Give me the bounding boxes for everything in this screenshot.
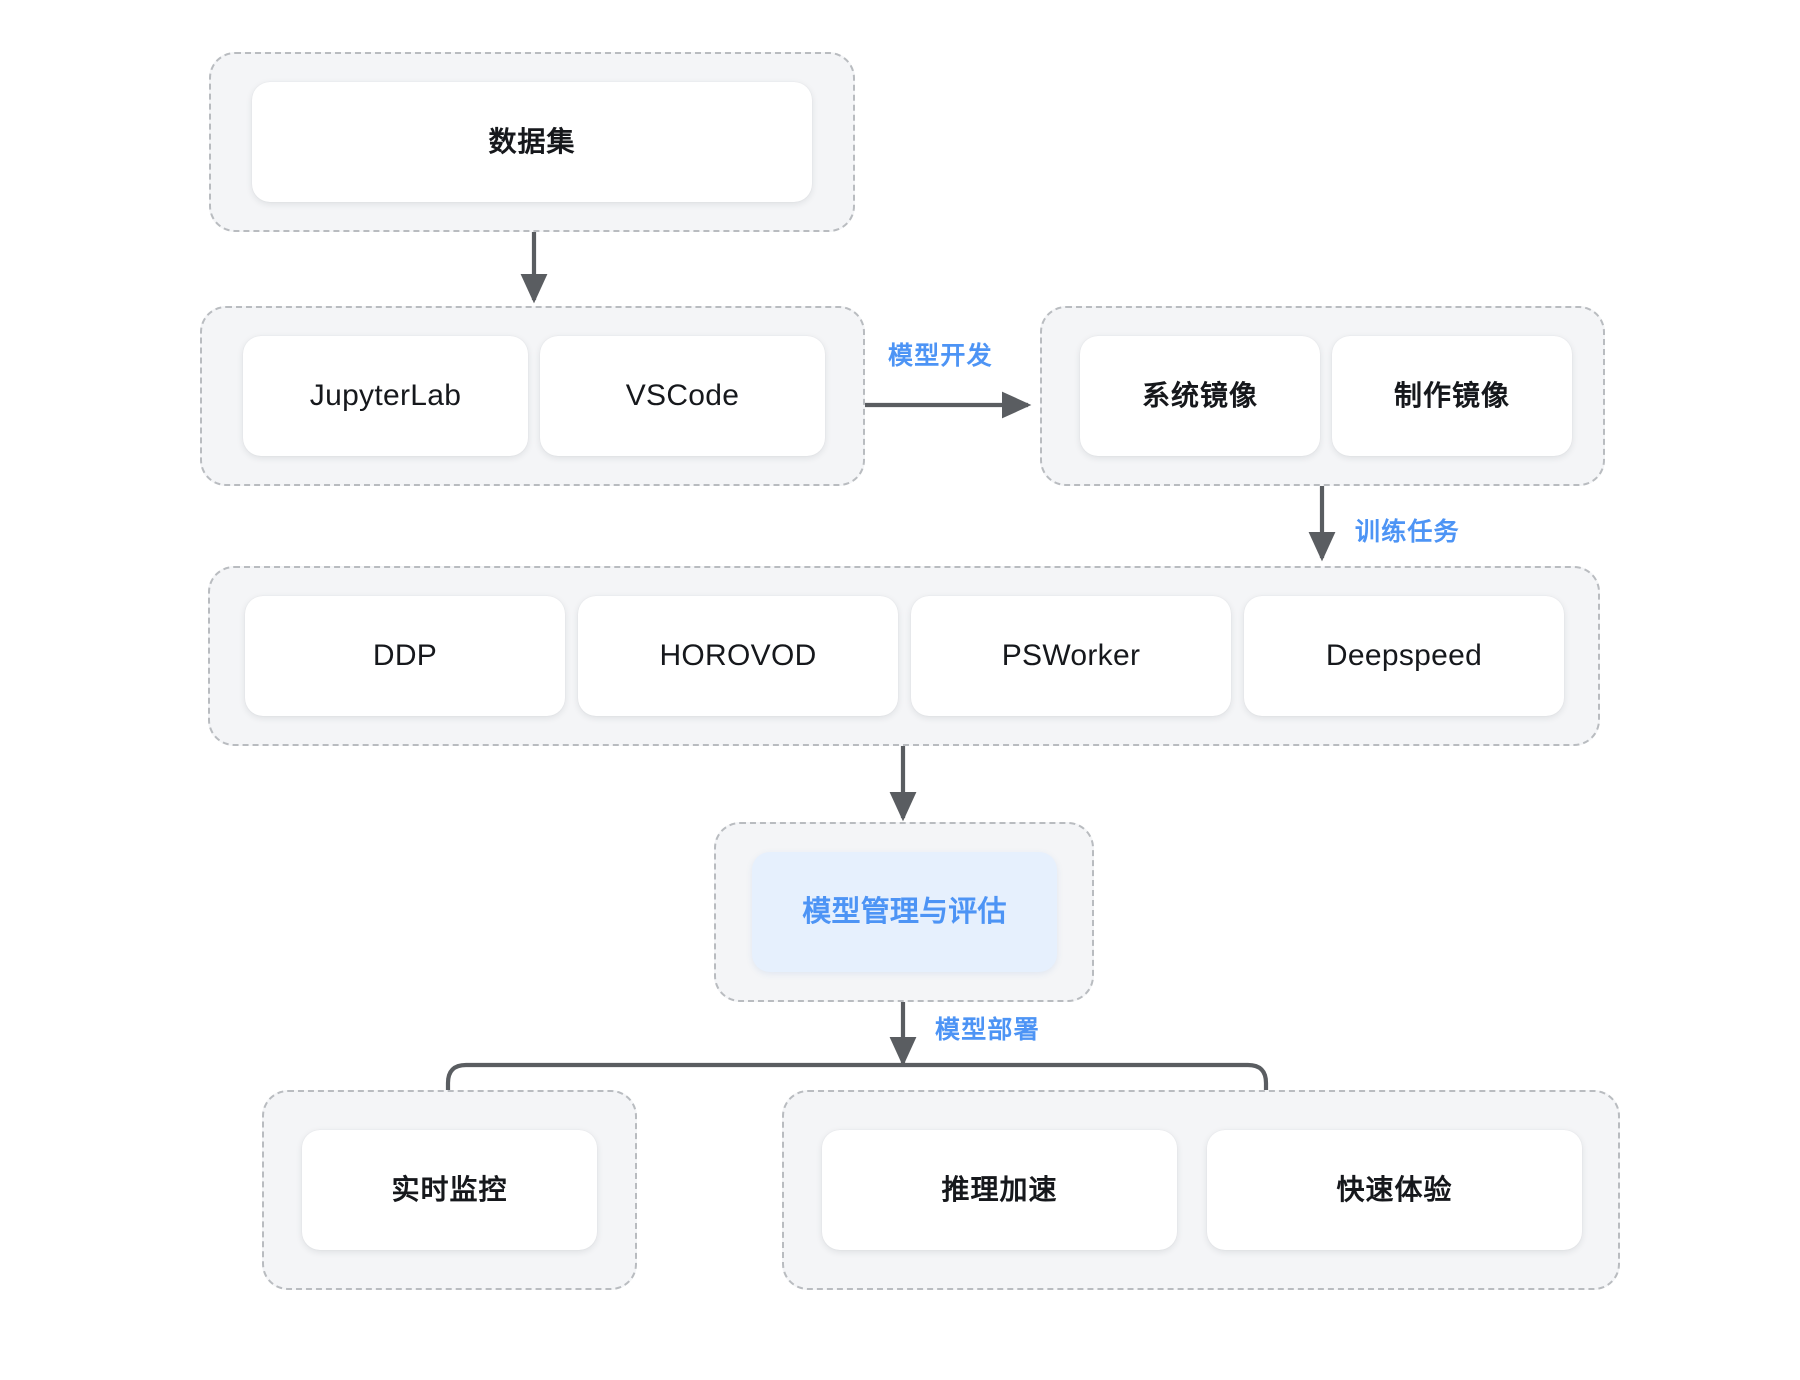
card-quick-try[interactable]: 快速体验 xyxy=(1207,1130,1582,1250)
card-psworker[interactable]: PSWorker xyxy=(911,596,1231,716)
card-build-image[interactable]: 制作镜像 xyxy=(1332,336,1572,456)
card-system-image[interactable]: 系统镜像 xyxy=(1080,336,1320,456)
card-model-management[interactable]: 模型管理与评估 xyxy=(752,852,1057,972)
card-ddp[interactable]: DDP xyxy=(245,596,565,716)
edge-label-training-task: 训练任务 xyxy=(1355,518,1460,546)
card-dataset[interactable]: 数据集 xyxy=(252,82,812,202)
card-inference-accel[interactable]: 推理加速 xyxy=(822,1130,1177,1250)
card-deepspeed[interactable]: Deepspeed xyxy=(1244,596,1564,716)
card-realtime-monitor[interactable]: 实时监控 xyxy=(302,1130,597,1250)
card-vscode[interactable]: VSCode xyxy=(540,336,825,456)
edge-label-model-deploy: 模型部署 xyxy=(935,1016,1040,1044)
card-jupyterlab[interactable]: JupyterLab xyxy=(243,336,528,456)
edge-label-model-dev: 模型开发 xyxy=(888,342,993,370)
card-horovod[interactable]: HOROVOD xyxy=(578,596,898,716)
